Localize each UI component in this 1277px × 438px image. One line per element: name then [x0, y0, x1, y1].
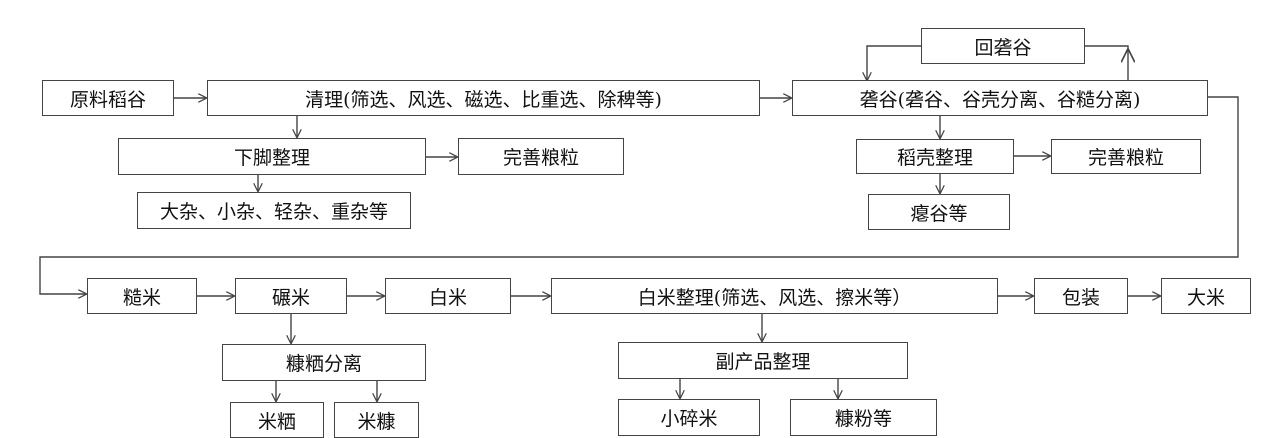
arrow-return-to-hulling — [867, 45, 921, 80]
node-rice-grits: 米粞 — [230, 402, 324, 438]
node-impurities: 大杂、小杂、轻杂、重杂等 — [137, 192, 411, 229]
node-shriveled-grain: 瘪谷等 — [868, 194, 1010, 230]
node-byproduct-processing: 副产品整理 — [618, 342, 908, 379]
node-perfect-grain-2: 完善粮粒 — [1051, 139, 1201, 174]
node-rice: 大米 — [1161, 278, 1251, 314]
node-bran-separation: 糠粞分离 — [222, 344, 426, 381]
node-perfect-grain-1: 完善粮粒 — [458, 138, 624, 175]
node-brown-rice: 糙米 — [87, 278, 197, 314]
node-hulling: 砻谷(砻谷、谷壳分离、谷糙分离) — [792, 80, 1208, 116]
node-white-rice: 白米 — [385, 278, 511, 314]
node-rice-bran: 米糠 — [334, 402, 419, 438]
node-broken-rice: 小碎米 — [618, 399, 760, 436]
node-bottom-processing: 下脚整理 — [118, 138, 426, 175]
node-raw-grain: 原料稻谷 — [42, 80, 174, 116]
node-return-hulling: 回砻谷 — [921, 28, 1085, 64]
node-packaging: 包装 — [1034, 278, 1128, 314]
node-milling: 碾米 — [235, 278, 347, 314]
arrow-hulling-to-return — [1085, 45, 1129, 50]
node-cleaning: 清理(筛选、风选、磁选、比重选、除稗等) — [207, 80, 760, 116]
node-husk-processing: 稻壳整理 — [856, 139, 1014, 174]
node-white-rice-processing: 白米整理(筛选、风选、擦米等） — [551, 278, 998, 314]
arrow-hulling-to-brown — [39, 96, 1239, 294]
node-bran-powder: 糠粉等 — [790, 399, 937, 436]
